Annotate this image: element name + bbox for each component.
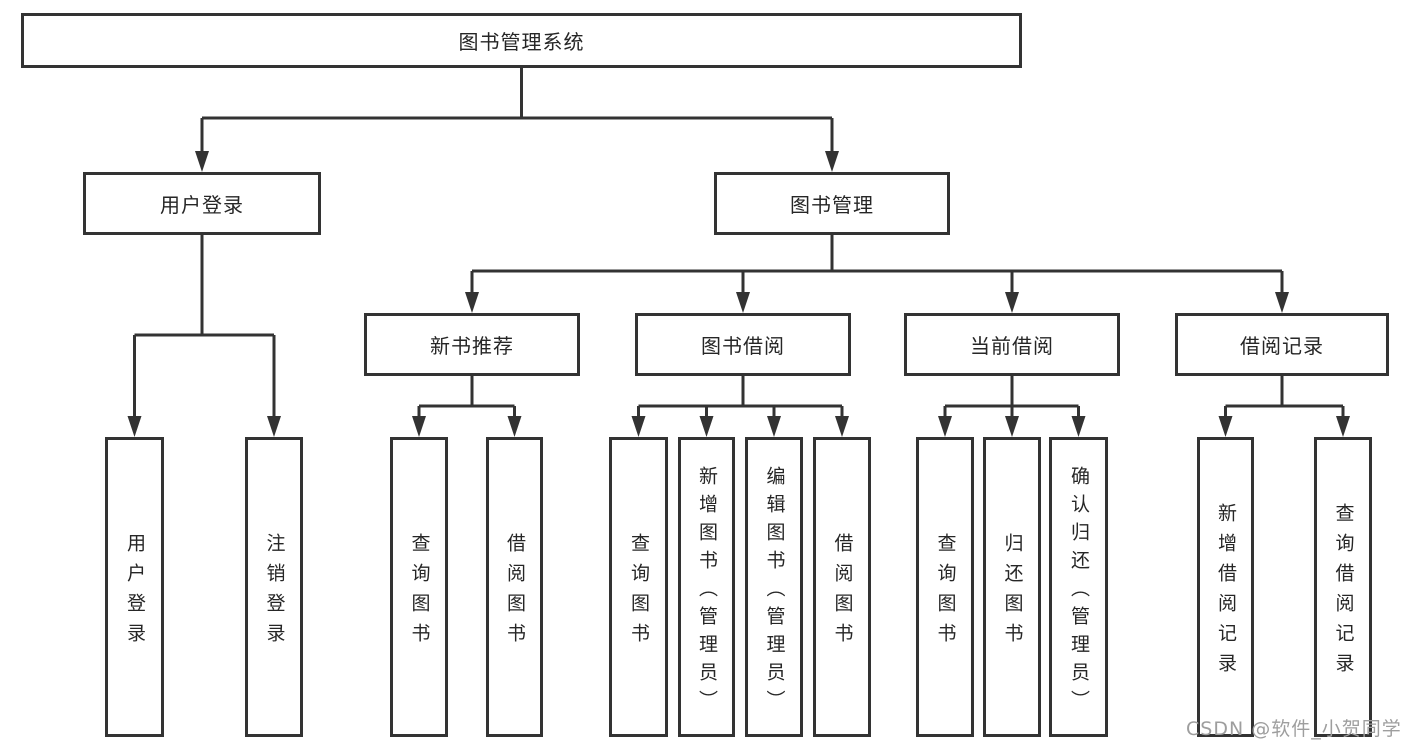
leaf-label: 借阅图书 [831,532,854,653]
node-book-management: 图书管理 [714,172,950,235]
leaf-logout: 注销登录 [245,437,303,737]
leaf-label: 用户登录 [124,532,146,653]
leaf-label: 查询借阅记录 [1332,502,1355,683]
leaf-label: 注销登录 [263,532,286,653]
leaf-return-book: 归还图书 [983,437,1041,737]
node-root-system: 图书管理系统 [21,13,1022,68]
node-borrow-records: 借阅记录 [1175,313,1389,376]
leaf-label: 新增图书（管理员） [696,465,718,718]
leaf-query-books-current: 查询图书 [916,437,974,737]
leaf-label: 查询图书 [408,532,431,653]
leaf-edit-book-admin: 编辑图书（管理员） [745,437,803,737]
leaf-add-book-admin: 新增图书（管理员） [678,437,735,737]
node-new-book-recommend: 新书推荐 [364,313,580,376]
leaf-query-books-recommend: 查询图书 [390,437,448,737]
leaf-query-books-borrow: 查询图书 [609,437,668,737]
leaf-user-login: 用户登录 [105,437,164,737]
leaf-borrow-books: 借阅图书 [813,437,871,737]
leaf-confirm-return-admin: 确认归还（管理员） [1049,437,1108,737]
leaf-add-borrow-record: 新增借阅记录 [1197,437,1254,737]
csdn-watermark: CSDN @软件_小贺同学 [1186,718,1402,740]
leaf-label: 查询图书 [934,532,957,653]
node-user-login: 用户登录 [83,172,321,235]
leaf-label: 归还图书 [1001,532,1024,653]
leaf-label: 编辑图书（管理员） [763,465,786,718]
node-book-borrow: 图书借阅 [635,313,851,376]
node-current-borrow: 当前借阅 [904,313,1120,376]
leaf-label: 新增借阅记录 [1215,502,1237,683]
leaf-borrow-books-recommend: 借阅图书 [486,437,543,737]
leaf-label: 确认归还（管理员） [1068,465,1090,718]
leaf-label: 查询图书 [628,532,650,653]
leaf-query-borrow-record: 查询借阅记录 [1314,437,1372,737]
leaf-label: 借阅图书 [504,532,526,653]
